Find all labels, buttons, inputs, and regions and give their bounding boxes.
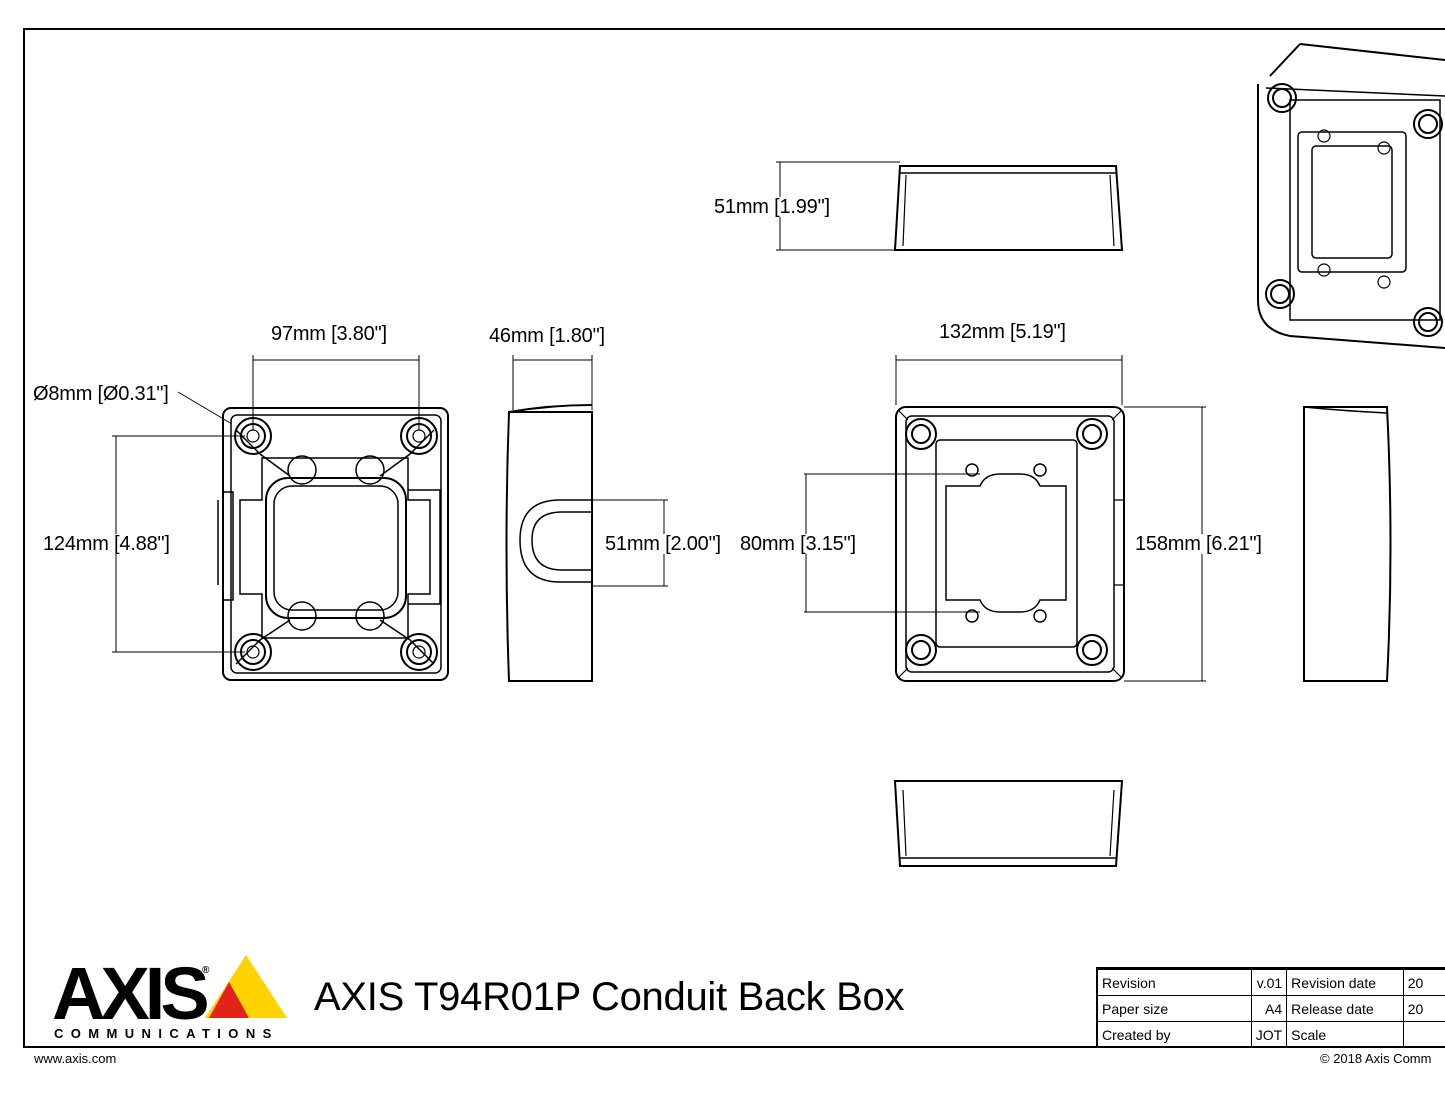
dim-front-height: 158mm [6.21"] (1134, 533, 1263, 555)
revision-label: Revision (1098, 970, 1252, 996)
front-view-dimension-lines (804, 355, 1206, 682)
axis-logo-wordmark: AXIS (52, 952, 210, 1035)
created-by-value: JOT (1251, 1021, 1288, 1048)
title-block-table: Revision v.01 Revision date 20 Paper siz… (1098, 970, 1445, 1048)
side-view (505, 404, 593, 682)
revision-value: v.01 (1251, 970, 1288, 996)
scale-label: Scale (1286, 1021, 1404, 1048)
footer-website: www.axis.com (34, 1051, 117, 1066)
dim-top-depth: 51mm [1.99"] (713, 196, 831, 218)
title-block: Revision v.01 Revision date 20 Paper siz… (1096, 968, 1445, 1048)
dim-hole-diameter: Ø8mm [Ø0.31"] (32, 383, 170, 405)
dim-front-width: 132mm [5.19"] (938, 321, 1067, 343)
title-block-row-created: Created by JOT Scale (1098, 1021, 1445, 1048)
axis-logo-subline: COMMUNICATIONS (54, 1026, 279, 1041)
rear-view (217, 407, 449, 681)
scale-value (1403, 1021, 1445, 1048)
sheet-frame (23, 28, 1445, 1048)
dim-back-height: 124mm [4.88"] (42, 533, 171, 555)
dim-plate-height: 80mm [3.15"] (739, 533, 857, 555)
right-side-view (1303, 406, 1392, 682)
created-by-label: Created by (1098, 1021, 1252, 1048)
revision-date-label: Revision date (1286, 970, 1404, 996)
dim-side-depth: 46mm [1.80"] (488, 325, 606, 347)
rear-view-dimension-lines (112, 355, 420, 653)
title-block-row-paper: Paper size A4 Release date 20 (1098, 995, 1445, 1022)
top-view (893, 165, 1124, 251)
release-date-value: 20 (1403, 995, 1445, 1022)
bottom-view (893, 780, 1124, 867)
drawing-title: AXIS T94R01P Conduit Back Box (314, 975, 905, 1019)
front-view (895, 406, 1125, 682)
revision-date-value: 20 (1403, 970, 1445, 996)
paper-size-label: Paper size (1098, 995, 1252, 1022)
dim-back-width: 97mm [3.80"] (270, 323, 388, 345)
axis-logo-registered-mark: ® (202, 965, 210, 976)
paper-size-value: A4 (1251, 995, 1288, 1022)
isometric-view (1257, 43, 1445, 349)
footer-copyright: © 2018 Axis Comm (1320, 1051, 1432, 1066)
title-block-row-revision: Revision v.01 Revision date 20 (1098, 970, 1445, 996)
axis-logo-triangle (205, 955, 287, 1018)
dim-conduit-opening: 51mm [2.00"] (604, 533, 722, 555)
release-date-label: Release date (1286, 995, 1404, 1022)
